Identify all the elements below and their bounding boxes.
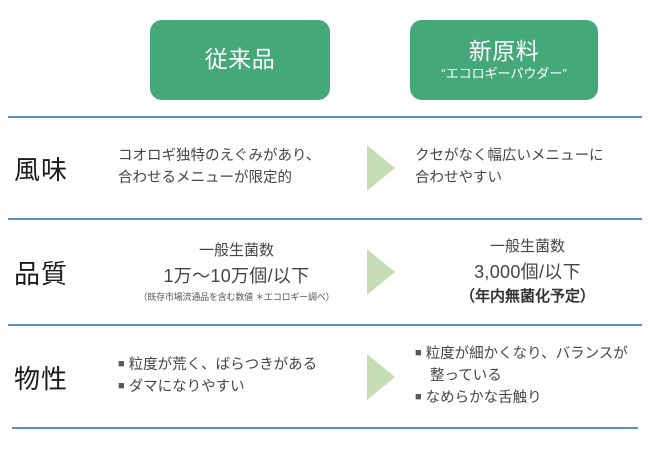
- physical-before-bullet-list: ■粒度が荒く、ばらつきがある ■ダマになりやすい: [118, 355, 355, 399]
- right-triangle-arrow-icon: [367, 354, 395, 400]
- arrow-cell-physical: [355, 354, 407, 400]
- quality-before-cell: 一般生菌数 1万〜10万個/以下 （既存市場流通品を含む数値 ＊エコロギー調べ）: [110, 240, 355, 304]
- table-row-quality: 品質 一般生菌数 1万〜10万個/以下 （既存市場流通品を含む数値 ＊エコロギー…: [0, 222, 650, 322]
- flavor-before-line-1: コオロギ独特のえぐみがあり、: [118, 148, 321, 165]
- flavor-before-cell: コオロギ独特のえぐみがあり、 合わせるメニューが限定的: [110, 146, 355, 190]
- physical-before-cell: ■粒度が荒く、ばらつきがある ■ダマになりやすい: [110, 355, 355, 399]
- bullet-square-icon: ■: [118, 358, 125, 371]
- physical-before-bullet-2: ダマになりやすい: [128, 379, 245, 395]
- quality-before-note: （既存市場流通品を含む数値 ＊エコロギー調べ）: [138, 291, 335, 302]
- row-label-physical: 物性: [14, 363, 69, 394]
- flavor-after-line-2: 合わせやすい: [415, 170, 502, 186]
- list-item: ■粒度が細かくなり、バランスが整っている: [415, 344, 640, 388]
- list-item: ■粒度が荒く、ばらつきがある: [118, 355, 355, 377]
- bullet-square-icon: ■: [118, 380, 125, 392]
- quality-after-cell: 一般生菌数 3,000個/以下 （年内無菌化予定）: [407, 236, 650, 308]
- physical-after-bullet-1: 粒度が細かくなり、バランスが整っている: [425, 346, 628, 385]
- row-label-flavor: 風味: [14, 154, 69, 185]
- flavor-before-line-2: 合わせるメニューが限定的: [118, 170, 292, 186]
- physical-after-bullet-2: なめらかな舌触り: [425, 389, 542, 406]
- arrow-cell-quality: [355, 249, 407, 295]
- list-item: ■ダマになりやすい: [118, 377, 355, 399]
- quality-after-heading: 一般生菌数: [489, 238, 565, 255]
- flavor-after-cell: クセがなく幅広いメニューに 合わせやすい: [407, 146, 650, 190]
- table-row-physical: 物性 ■粒度が荒く、ばらつきがある ■ダマになりやすい ■粒度が細かくなり、バラ…: [0, 328, 650, 426]
- bullet-square-icon: ■: [415, 347, 422, 360]
- table-row-flavor: 風味 コオロギ独特のえぐみがあり、 合わせるメニューが限定的 クセがなく幅広いメ…: [0, 120, 650, 216]
- column-header-after: 新原料 “エコロギーパウダー”: [410, 20, 598, 100]
- header-row: 従来品 新原料 “エコロギーパウダー”: [0, 0, 650, 110]
- bullet-square-icon: ■: [415, 390, 422, 403]
- divider-after-flavor: [8, 218, 642, 220]
- divider-bottom: [12, 427, 638, 429]
- right-triangle-arrow-icon: [367, 249, 395, 295]
- list-item: ■なめらかな舌触り: [415, 388, 640, 410]
- arrow-cell-flavor: [355, 145, 407, 191]
- column-header-after-title: 新原料: [468, 37, 540, 64]
- quality-before-value: 1万〜10万個/以下: [163, 265, 310, 286]
- column-header-before: 従来品: [150, 20, 330, 100]
- physical-before-bullet-1: 粒度が荒く、ばらつきがある: [128, 357, 318, 374]
- row-label-quality: 品質: [14, 258, 69, 289]
- quality-after-value: 3,000個/以下: [474, 261, 581, 282]
- physical-after-bullet-list: ■粒度が細かくなり、バランスが整っている ■なめらかな舌触り: [415, 344, 640, 409]
- column-header-before-title: 従来品: [204, 46, 276, 73]
- right-triangle-arrow-icon: [367, 145, 395, 191]
- column-header-after-subtitle: “エコロギーパウダー”: [441, 65, 567, 81]
- physical-after-cell: ■粒度が細かくなり、バランスが整っている ■なめらかな舌触り: [407, 344, 650, 409]
- divider-top: [8, 116, 642, 118]
- quality-before-heading: 一般生菌数: [198, 242, 274, 259]
- divider-after-quality: [8, 324, 642, 326]
- flavor-after-line-1: クセがなく幅広いメニューに: [415, 148, 604, 165]
- quality-after-emphasis: （年内無菌化予定）: [459, 287, 595, 305]
